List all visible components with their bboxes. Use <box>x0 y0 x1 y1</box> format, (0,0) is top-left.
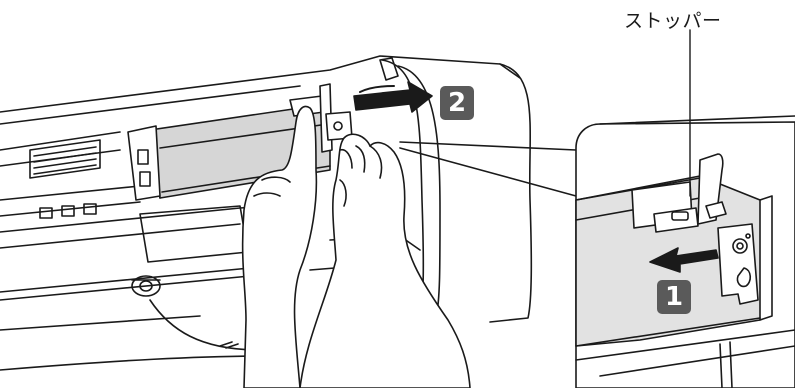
stopper-label: ストッパー <box>624 6 764 33</box>
clip-2 <box>62 206 74 216</box>
filter-left-bracket <box>128 126 160 200</box>
side-panel <box>490 64 531 322</box>
step-1-badge: 1 <box>657 280 691 314</box>
direction-arrow-2 <box>354 82 432 112</box>
callout-connector-bottom <box>400 148 576 196</box>
left-louvers <box>30 140 100 178</box>
step-2-badge: 2 <box>440 86 474 120</box>
zoom-callout <box>400 30 795 388</box>
clip-1 <box>40 208 52 218</box>
bracket-zoom <box>718 224 758 304</box>
callout-connector-top <box>400 142 576 150</box>
right-hand <box>300 134 470 388</box>
clip-3 <box>84 204 96 214</box>
filter-panel <box>128 84 352 200</box>
lower-grille <box>140 206 248 262</box>
